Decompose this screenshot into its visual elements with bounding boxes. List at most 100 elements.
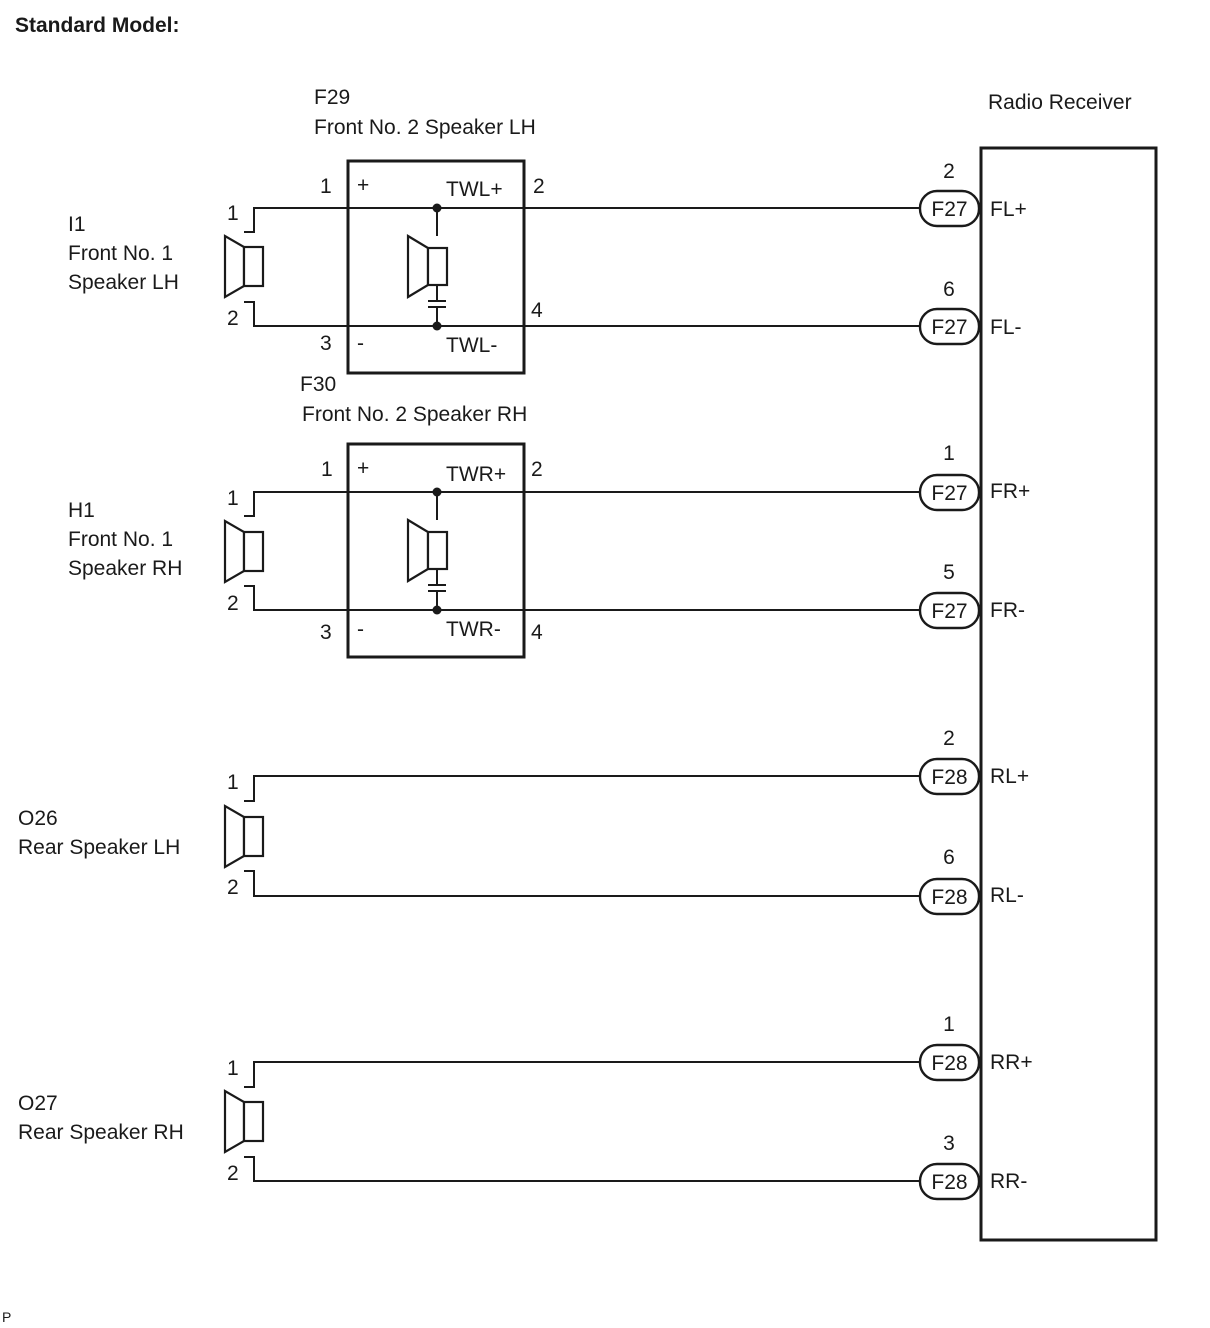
tweeter-f29-box — [346, 159, 526, 375]
speaker-o26-id: O26 — [18, 807, 58, 830]
wires — [244, 207, 920, 1182]
speaker-i1: I1 Front No. 1 Speaker LH 1 2 — [68, 202, 265, 330]
pin-number: 1 — [943, 1013, 955, 1036]
terminal-label: RL+ — [990, 765, 1029, 788]
connector-pill — [918, 877, 981, 916]
speaker-i1-id: I1 — [68, 213, 86, 236]
wire-rl-plus — [244, 775, 920, 802]
connector-pill — [918, 1162, 981, 1201]
tweeter-f29-name: Front No. 2 Speaker LH — [314, 116, 536, 139]
connector-pill — [918, 1043, 981, 1082]
capacitor-icon — [428, 300, 446, 308]
terminal-label: FR- — [990, 599, 1025, 622]
pin-number: 2 — [227, 592, 239, 615]
minus-mark: - — [357, 618, 364, 641]
tweeter-f30-name: Front No. 2 Speaker RH — [302, 403, 527, 426]
tweeter-f29-id: F29 — [314, 86, 350, 109]
speaker-icon — [223, 234, 265, 299]
radio-receiver: Radio Receiver — [979, 91, 1158, 1242]
radio-receiver-label: Radio Receiver — [988, 91, 1132, 114]
wire-fl-minus — [244, 301, 920, 327]
wire-fr-minus — [244, 585, 920, 611]
pin-number: 1 — [227, 202, 239, 225]
terminal-label: TWR- — [446, 618, 501, 641]
wire-fl-plus — [244, 207, 920, 233]
capacitor-icon — [428, 584, 446, 592]
terminal-label: RR+ — [990, 1051, 1033, 1074]
tweeter-speaker-icon — [406, 234, 449, 299]
pin-number: 2 — [533, 175, 545, 198]
pin-number: 1 — [320, 175, 332, 198]
connector-rl-minus: F28 6 RL- — [918, 846, 1024, 916]
junction-dot — [432, 203, 442, 213]
speaker-i1-name-line2: Speaker LH — [68, 271, 179, 294]
pin-number: 4 — [531, 621, 543, 644]
speaker-h1-name-line1: Front No. 1 — [68, 528, 173, 551]
pin-number: 3 — [943, 1132, 955, 1155]
terminal-label: FL+ — [990, 198, 1027, 221]
plus-mark: + — [357, 174, 369, 197]
pin-number: 1 — [227, 1057, 239, 1080]
connector-pill — [918, 757, 981, 796]
speaker-o27: O27 Rear Speaker RH 1 2 — [18, 1057, 265, 1185]
connector-id: F27 — [931, 316, 967, 339]
footer-mark: P — [2, 1309, 11, 1325]
speaker-o26: O26 Rear Speaker LH 1 2 — [18, 771, 265, 899]
connector-id: F28 — [931, 766, 967, 789]
connector-id: F28 — [931, 1052, 967, 1075]
terminal-label: TWL- — [446, 334, 497, 357]
tweeter-f30-id: F30 — [300, 373, 336, 396]
speaker-o27-name: Rear Speaker RH — [18, 1121, 184, 1144]
pin-number: 2 — [227, 876, 239, 899]
pin-number: 1 — [943, 442, 955, 465]
pin-number: 6 — [943, 278, 955, 301]
speaker-icon — [223, 804, 265, 869]
connector-id: F28 — [931, 1171, 967, 1194]
pin-number: 2 — [227, 1162, 239, 1185]
speaker-o27-id: O27 — [18, 1092, 58, 1115]
terminal-label: RR- — [990, 1170, 1027, 1193]
speaker-i1-name-line1: Front No. 1 — [68, 242, 173, 265]
connector-id: F27 — [931, 198, 967, 221]
connector-rl-plus: F28 2 RL+ — [918, 727, 1029, 796]
connector-pill — [918, 591, 981, 630]
connector-pill — [918, 189, 981, 228]
pin-number: 4 — [531, 299, 543, 322]
pin-number: 5 — [943, 561, 955, 584]
connector-id: F27 — [931, 482, 967, 505]
plus-mark: + — [357, 457, 369, 480]
speaker-icon — [223, 1089, 265, 1154]
terminal-label: FR+ — [990, 480, 1030, 503]
junction-dot — [432, 321, 442, 331]
terminal-label: TWR+ — [446, 463, 506, 486]
connector-fl-minus: F27 6 FL- — [918, 278, 1022, 346]
connector-id: F28 — [931, 886, 967, 909]
wire-rr-minus — [244, 1156, 920, 1182]
pin-number: 2 — [943, 727, 955, 750]
terminal-label: RL- — [990, 884, 1024, 907]
pin-number: 1 — [227, 771, 239, 794]
connector-rr-plus: F28 1 RR+ — [918, 1013, 1033, 1082]
junction-dot — [432, 487, 442, 497]
wire-fr-plus — [244, 491, 920, 517]
pin-number: 1 — [321, 458, 333, 481]
tweeter-f30-box — [346, 442, 526, 659]
tweeter-f30: F30 Front No. 2 Speaker RH + - TWR+ TWR-… — [300, 373, 543, 659]
connector-fr-plus: F27 1 FR+ — [918, 442, 1030, 512]
pin-number: 6 — [943, 846, 955, 869]
speaker-h1-name-line2: Speaker RH — [68, 557, 182, 580]
pin-number: 1 — [227, 487, 239, 510]
connector-id: F27 — [931, 600, 967, 623]
terminal-label: TWL+ — [446, 178, 503, 201]
speaker-o26-name: Rear Speaker LH — [18, 836, 180, 859]
terminal-label: FL- — [990, 316, 1022, 339]
junction-dot — [432, 605, 442, 615]
pin-number: 2 — [943, 160, 955, 183]
speaker-h1-id: H1 — [68, 499, 95, 522]
connector-fr-minus: F27 5 FR- — [918, 561, 1025, 630]
pin-number: 2 — [531, 458, 543, 481]
minus-mark: - — [357, 332, 364, 355]
pin-number: 2 — [227, 307, 239, 330]
wire-rl-minus — [244, 870, 920, 897]
